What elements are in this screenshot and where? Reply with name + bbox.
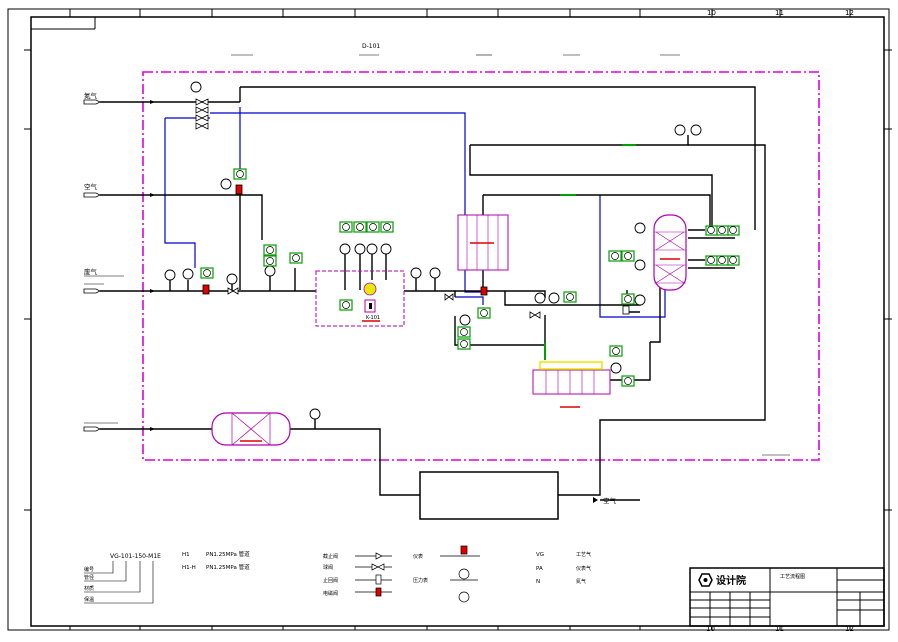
bottom-number-12: 12 <box>845 625 854 633</box>
header-tag-d101: D-101 <box>362 43 380 50</box>
blue-utility-lines <box>164 107 666 318</box>
title-block-project: 工艺流程图 <box>780 573 805 580</box>
bottom-number-10: 10 <box>706 625 715 633</box>
title-block <box>689 567 885 627</box>
symbol-legend-label-2: 止回阀 <box>323 577 338 584</box>
legend-tag-example: VG-101-150-M1E <box>110 553 161 560</box>
bottom-number-11: 11 <box>775 625 784 633</box>
symbol-legend <box>355 545 480 603</box>
top-number-11: 11 <box>775 9 784 17</box>
filter-internals <box>231 412 271 446</box>
legend-part-1: 管径 <box>84 574 94 581</box>
reaction-column <box>653 214 687 291</box>
column-internals <box>654 231 686 284</box>
pressure-note-text-0: PN1.25MPa 管道 <box>206 550 250 558</box>
cooler-internals <box>545 370 595 394</box>
pressure-note-code-0: H1 <box>182 552 190 558</box>
package-boundary <box>142 71 820 461</box>
symbol-legend-label-5: 压力表 <box>413 577 428 584</box>
top-number-12: 12 <box>845 9 854 17</box>
symbol-legend-label-4: 仪表 <box>413 553 423 560</box>
pressure-note-code-1: H1-H <box>182 565 196 571</box>
heater-tag-k101: K-101 <box>366 315 380 321</box>
discharge-stack-box <box>419 471 559 520</box>
legend-part-2: 材质 <box>84 585 94 592</box>
symbol-legend-label-3: 电磁阀 <box>323 590 338 597</box>
service-text-2: 氮气 <box>576 578 586 585</box>
heater-control-mark <box>369 303 372 309</box>
service-code-1: PA <box>536 566 543 572</box>
cooler-unit <box>532 369 611 395</box>
dcs-indicator-bubbles <box>203 170 737 385</box>
title-block-company: 设计院 <box>716 574 746 587</box>
inlet-label-air: 空气 <box>84 182 98 191</box>
service-text-0: 工艺气 <box>576 551 591 558</box>
top-number-10: 10 <box>707 9 716 17</box>
control-valves <box>202 184 630 315</box>
outlet-label: 空气 <box>603 496 617 505</box>
legend-part-3: 保温 <box>84 596 94 603</box>
symbol-legend-label-1: 球阀 <box>323 564 333 571</box>
side-zone-ticks <box>24 49 892 511</box>
legend-tag-leaders <box>84 561 154 604</box>
service-text-1: 仪表气 <box>576 565 591 572</box>
process-lines <box>100 86 766 501</box>
symbol-legend-label-0: 截止阀 <box>323 553 338 560</box>
valve-symbols <box>195 98 541 319</box>
inlet-label-exhaust: 废气 <box>84 267 98 276</box>
dcs-indicators <box>200 168 740 387</box>
local-instruments <box>164 81 702 420</box>
heater-element-icon <box>363 282 377 296</box>
inner-frame <box>30 16 885 627</box>
top-zone-ticks <box>69 9 851 17</box>
heater-package-k101 <box>315 270 405 327</box>
pressure-note-text-1: PN1.25MPa 管道 <box>206 563 250 571</box>
inlet-arrow-shapes <box>83 99 101 432</box>
cooler-fan-deck <box>539 361 603 370</box>
company-logo <box>698 573 713 587</box>
service-code-0: VG <box>536 552 544 558</box>
flex-hoses <box>544 144 636 360</box>
service-code-2: N <box>536 579 540 585</box>
legend-part-0: 编号 <box>84 566 94 573</box>
inlet-label-nitrogen: 氮气 <box>84 91 98 100</box>
flow-arrows <box>150 100 598 503</box>
